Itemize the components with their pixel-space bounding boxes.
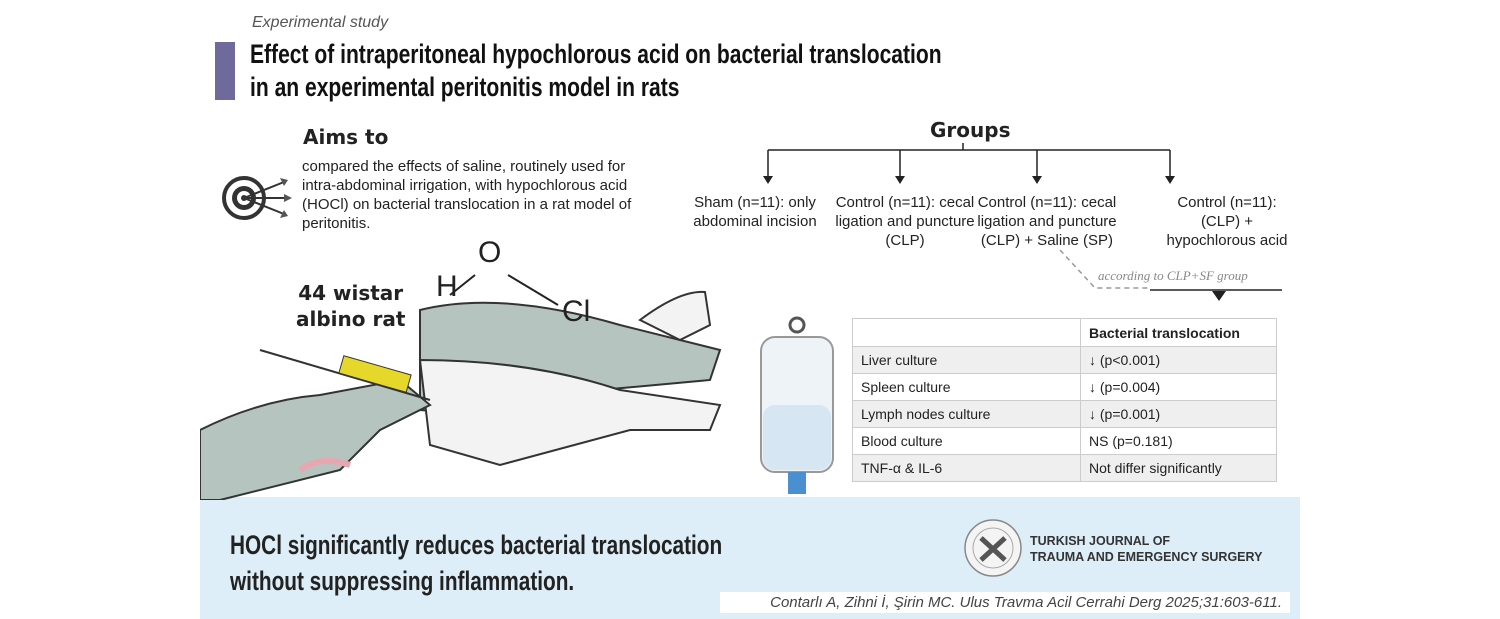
table-cell: Not differ significantly: [1080, 454, 1277, 482]
table-cell: Lymph nodes culture: [852, 400, 1081, 428]
page-title: Effect of intraperitoneal hypochlorous a…: [250, 38, 942, 104]
journal-name: TURKISH JOURNAL OF TRAUMA AND EMERGENCY S…: [1030, 533, 1262, 565]
table-cell: Liver culture: [852, 346, 1081, 374]
table-row: Spleen culture↓ (p=0.004): [852, 373, 1277, 401]
animal-count-line-1: 44 wistar: [298, 281, 404, 305]
table-row: Lymph nodes culture↓ (p=0.001): [852, 400, 1277, 428]
rat-injection-illustration: [200, 290, 722, 500]
group-clp-saline: Control (n=11): cecal ligation and punct…: [977, 194, 1117, 249]
title-accent-bar: [215, 42, 235, 100]
table-column-header: Bacterial translocation: [1080, 318, 1277, 347]
molecule-bonds: [449, 274, 559, 306]
conclusion-text: HOCl significantly reduces bacterial tra…: [230, 527, 722, 599]
molecule-o: O: [478, 236, 502, 269]
animal-count-line-2: albino rat: [296, 307, 406, 331]
journal-seal-logo: [964, 519, 1022, 577]
groups-heading: Groups: [930, 118, 1011, 142]
table-cell: Spleen culture: [852, 373, 1081, 401]
table-cell: TNF-α & IL-6: [852, 454, 1081, 482]
conclusion-line-2: without suppressing inflammation.: [230, 566, 575, 596]
table-cell: NS (p=0.181): [1080, 427, 1277, 455]
table-cell: ↓ (p=0.001): [1080, 400, 1277, 428]
group-clp: Control (n=11): cecal ligation and punct…: [835, 194, 975, 249]
journal-name-line-1: TURKISH JOURNAL OF: [1030, 534, 1171, 548]
title-line-2: in an experimental peritonitis model in …: [250, 72, 680, 102]
citation: Contarlı A, Zihni İ, Şirin MC. Ulus Trav…: [720, 592, 1290, 613]
groups-tree: [763, 143, 1282, 301]
table-row: Liver culture↓ (p<0.001): [852, 346, 1277, 374]
table-header-row: Bacterial translocation: [852, 318, 1277, 347]
conclusion-line-1: HOCl significantly reduces bacterial tra…: [230, 530, 723, 560]
aims-heading: Aims to: [303, 125, 389, 149]
table-cell: ↓ (p=0.004): [1080, 373, 1277, 401]
study-type: Experimental study: [252, 14, 389, 31]
aims-text: compared the effects of saline, routinel…: [302, 158, 632, 232]
table-cell: Blood culture: [852, 427, 1081, 455]
group-clp-hocl: Control (n=11): (CLP) + hypochlorous aci…: [1166, 194, 1288, 249]
molecule-h: H: [436, 270, 458, 303]
comparison-note: according to CLP+SF group: [1098, 268, 1248, 283]
title-line-1: Effect of intraperitoneal hypochlorous a…: [250, 39, 942, 69]
results-table: Bacterial translocation Liver culture↓ (…: [852, 318, 1277, 482]
table-cell: ↓ (p<0.001): [1080, 346, 1277, 374]
saline-bag-icon: [760, 316, 834, 494]
table-corner-cell: [852, 318, 1081, 347]
group-sham: Sham (n=11): only abdominal incision: [693, 194, 817, 230]
journal-name-line-2: TRAUMA AND EMERGENCY SURGERY: [1030, 550, 1263, 564]
target-icon: [222, 176, 292, 220]
molecule-cl: Cl: [562, 295, 591, 328]
